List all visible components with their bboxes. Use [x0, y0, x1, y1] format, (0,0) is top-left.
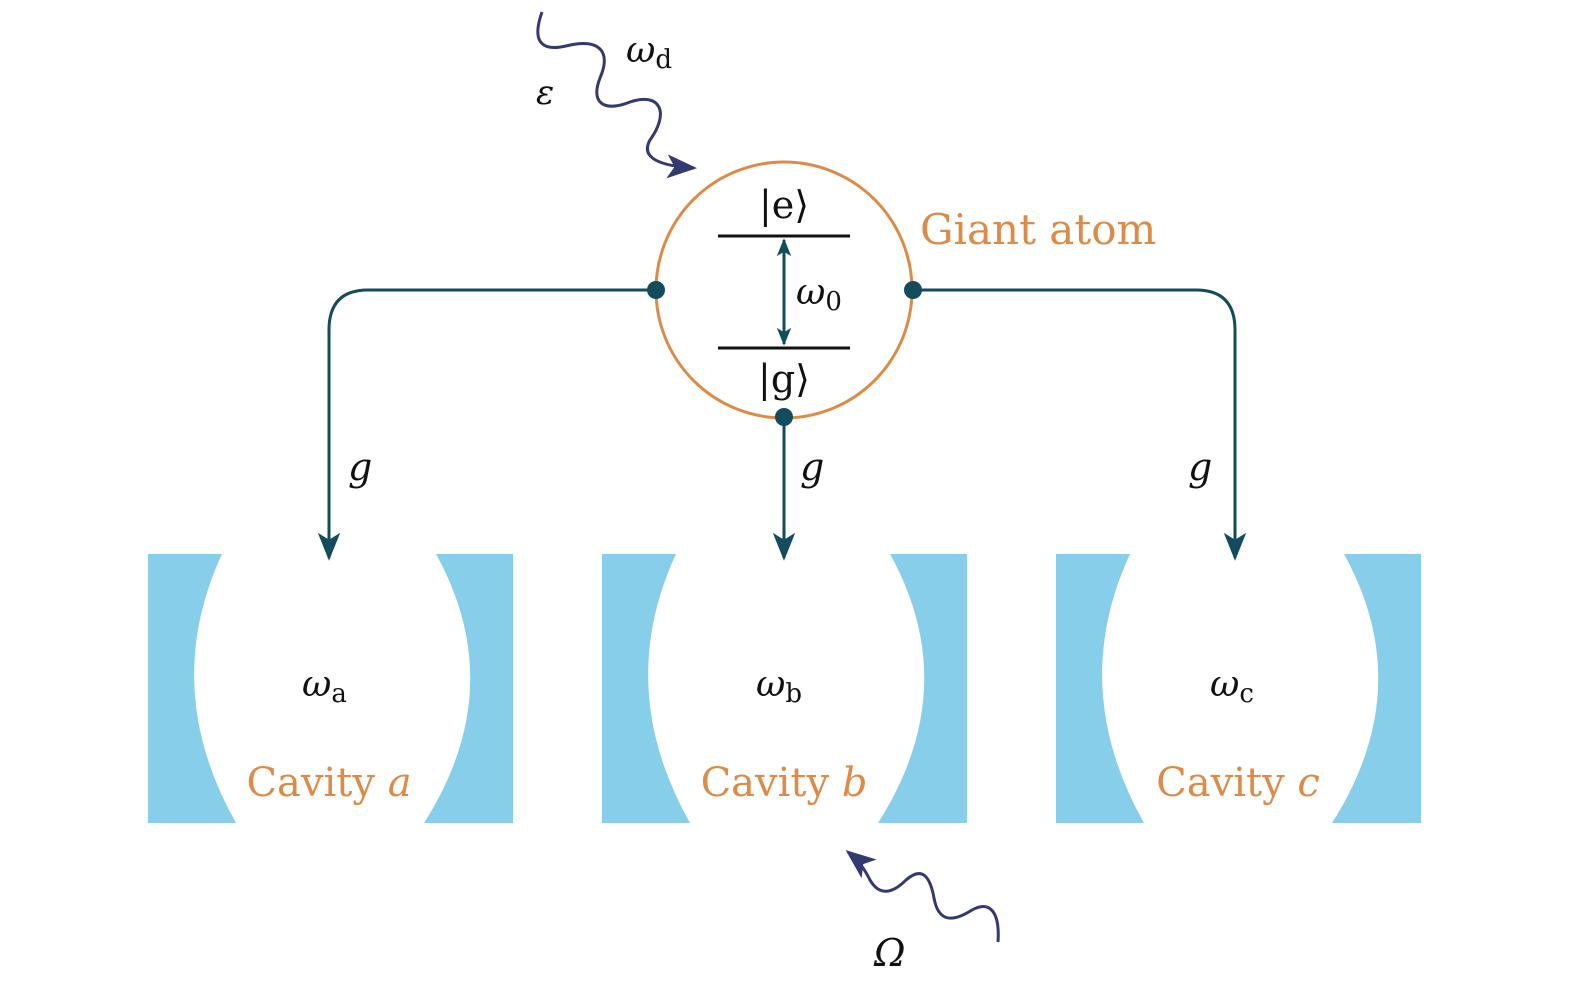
cavity-c-frequency: ωc: [1210, 664, 1254, 709]
coupling-label-c: g: [1188, 445, 1212, 489]
ground-state-label: |g⟩: [758, 357, 810, 401]
atom-drive-wave: [536, 11, 697, 179]
cavity-c: [1056, 554, 1421, 823]
cavity-b-left-mirror: [602, 554, 690, 823]
cavity-drive-label: Ω: [873, 931, 906, 975]
cavity-a-name: Cavity a: [246, 760, 411, 806]
drive-amplitude-label: ε: [536, 73, 554, 113]
coupling-point-bottom: [775, 408, 793, 426]
cavity-b-name: Cavity b: [701, 760, 868, 806]
giant-atom-title: Giant atom: [920, 205, 1156, 254]
cavity-c-left-mirror: [1056, 554, 1144, 823]
cavity-drive-wave: [845, 850, 1000, 943]
cavity-c-right-mirror: [1332, 554, 1421, 823]
coupling-label-b: g: [800, 445, 824, 489]
cavity-b-frequency: ωb: [756, 664, 802, 709]
excited-state-label: |e⟩: [759, 183, 809, 227]
cavity-b: [602, 554, 967, 823]
coupling-line-a: [317, 288, 656, 561]
cavity-a-right-mirror: [424, 554, 513, 823]
cavity-b-right-mirror: [878, 554, 967, 823]
cavity-c-name: Cavity c: [1156, 760, 1320, 806]
transition-frequency-label: ω0: [796, 272, 842, 317]
cavity-a-frequency: ωa: [302, 664, 347, 709]
drive-frequency-label: ωd: [626, 30, 672, 75]
cavity-a-left-mirror: [148, 554, 236, 823]
coupling-line-c: [913, 288, 1247, 561]
coupling-label-a: g: [348, 445, 372, 489]
cavity-a: [148, 554, 513, 823]
coupling-point-right: [904, 281, 922, 299]
coupling-point-left: [647, 281, 665, 299]
